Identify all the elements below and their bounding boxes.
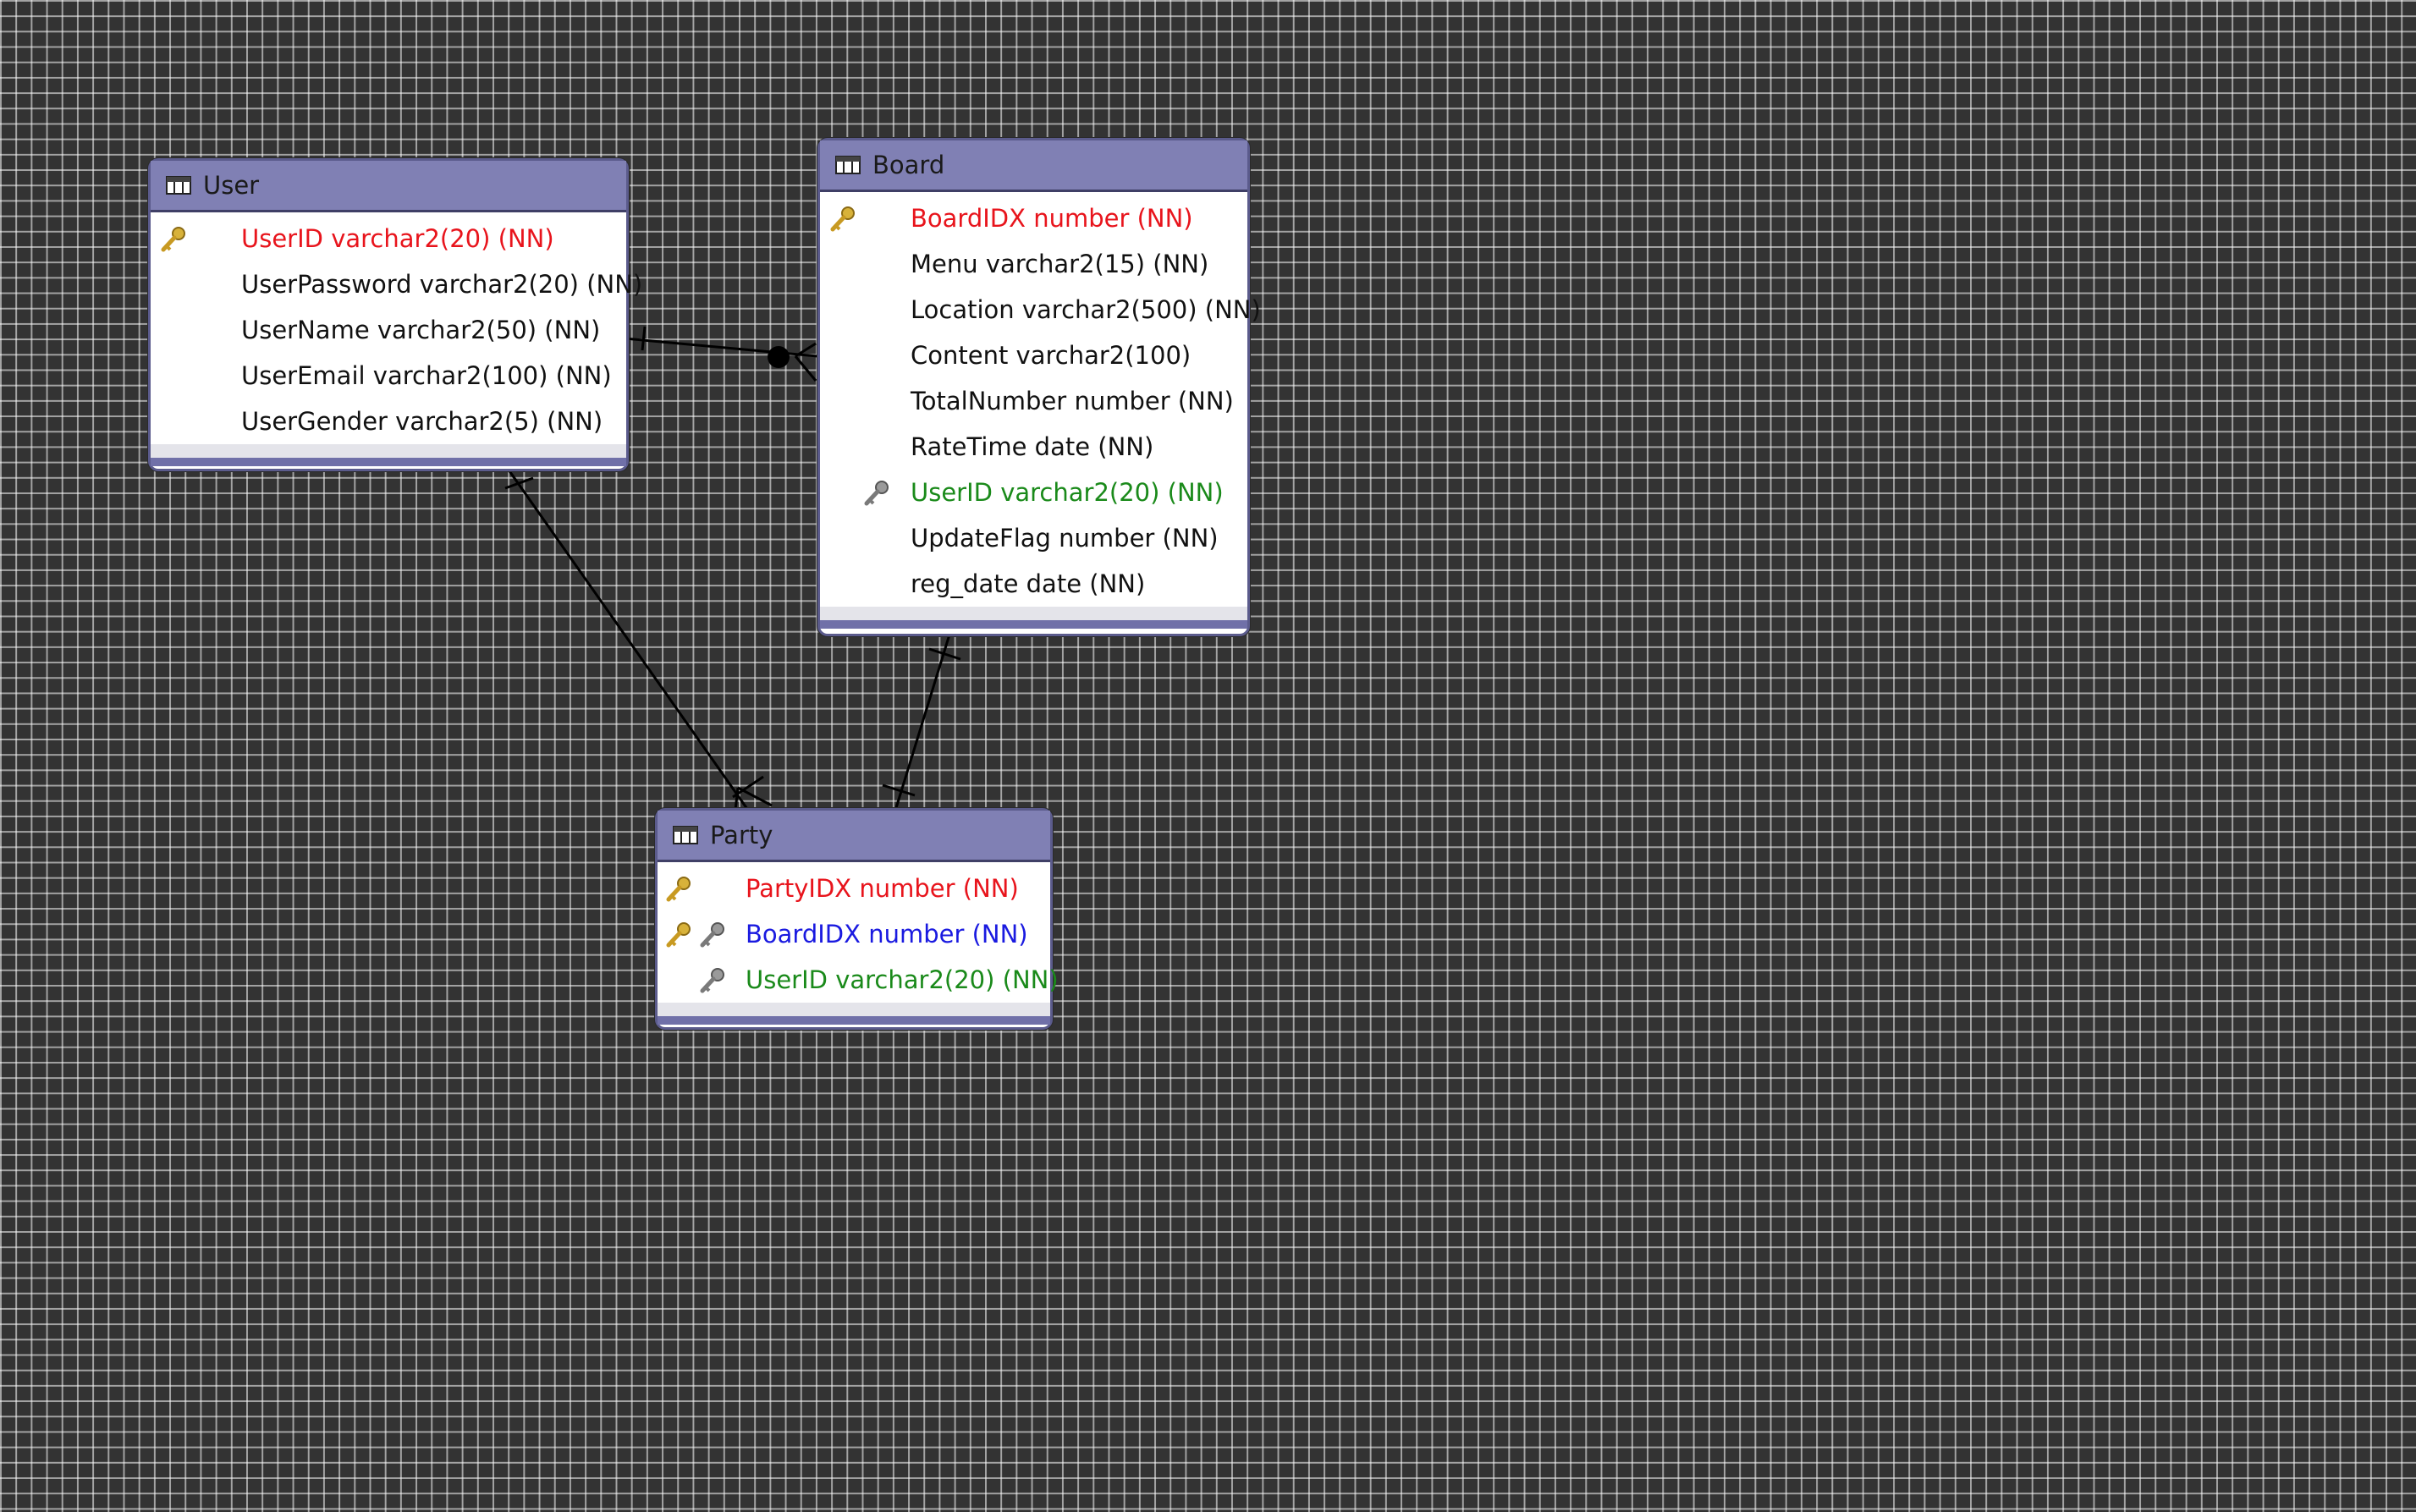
attribute-row[interactable]: reg_date date (NN) bbox=[820, 561, 1247, 607]
entity-party-title: Party bbox=[710, 821, 773, 849]
primary-key-icon bbox=[664, 876, 698, 903]
attribute-row[interactable]: BoardIDX number (NN) bbox=[820, 195, 1247, 241]
attribute-row[interactable]: UserPassword varchar2(20) (NN) bbox=[151, 261, 642, 307]
relationship-board-party-bar-bottom bbox=[882, 783, 916, 797]
attribute-text: UserName varchar2(50) (NN) bbox=[241, 316, 601, 344]
relationship-user-board-optional-circle bbox=[768, 346, 790, 368]
entity-board-title: Board bbox=[872, 151, 945, 179]
attribute-row[interactable]: PartyIDX number (NN) bbox=[658, 866, 1050, 911]
entity-party-attribute-list: PartyIDX number (NN) BoardIDX number (NN… bbox=[658, 862, 1059, 1003]
entity-footer-band bbox=[151, 458, 626, 466]
attribute-row[interactable]: Content varchar2(100) bbox=[820, 333, 1247, 378]
relationship-board-party-line bbox=[894, 634, 951, 811]
attribute-text: UserID varchar2(20) (NN) bbox=[241, 224, 554, 253]
attribute-row[interactable]: UserGender varchar2(5) (NN) bbox=[151, 399, 626, 444]
entity-user-header[interactable]: User bbox=[151, 161, 626, 212]
attribute-text: BoardIDX number (NN) bbox=[911, 204, 1193, 233]
entity-user-title: User bbox=[203, 171, 260, 200]
table-icon bbox=[673, 825, 698, 845]
table-icon bbox=[166, 175, 191, 195]
attribute-text: UserID varchar2(20) (NN) bbox=[911, 478, 1224, 507]
attribute-row[interactable]: TotalNumber number (NN) bbox=[820, 378, 1247, 424]
attribute-text: UpdateFlag number (NN) bbox=[911, 524, 1219, 553]
attribute-text: reg_date date (NN) bbox=[911, 569, 1146, 598]
attribute-text: Location varchar2(500) (NN) bbox=[911, 295, 1261, 324]
attribute-text: UserEmail varchar2(100) (NN) bbox=[241, 361, 612, 390]
entity-user-attribute-list: UserID varchar2(20) (NN) UserPassword va… bbox=[151, 212, 642, 444]
attribute-row[interactable]: Location varchar2(500) (NN) bbox=[820, 287, 1261, 333]
entity-party-header[interactable]: Party bbox=[658, 811, 1050, 862]
relationship-user-board-crow-upper bbox=[795, 342, 817, 358]
attribute-text: BoardIDX number (NN) bbox=[746, 920, 1028, 948]
attribute-text: UserPassword varchar2(20) (NN) bbox=[241, 270, 643, 299]
attribute-text: UserGender varchar2(5) (NN) bbox=[241, 407, 603, 436]
entity-footer-band bbox=[658, 1016, 1050, 1025]
attribute-text: Content varchar2(100) bbox=[911, 341, 1191, 370]
foreign-key-icon bbox=[862, 480, 896, 507]
entity-board-header[interactable]: Board bbox=[820, 140, 1247, 192]
relationship-board-party-bar-top bbox=[928, 647, 961, 661]
attribute-row[interactable]: BoardIDX number (NN) bbox=[658, 911, 1050, 957]
entity-user[interactable]: User UserID varchar2(20) (NN) UserPasswo… bbox=[148, 158, 642, 471]
primary-key-icon bbox=[664, 921, 698, 948]
attribute-row[interactable]: UserID varchar2(20) (NN) bbox=[658, 957, 1059, 1003]
attribute-text: RateTime date (NN) bbox=[911, 432, 1154, 461]
entity-party[interactable]: Party PartyIDX number (NN) bbox=[655, 808, 1059, 1030]
foreign-key-icon bbox=[698, 967, 732, 994]
attribute-text: PartyIDX number (NN) bbox=[746, 874, 1019, 903]
attribute-row[interactable]: RateTime date (NN) bbox=[820, 424, 1247, 470]
relationship-user-board-one-bar bbox=[641, 326, 647, 351]
entity-footer bbox=[658, 1003, 1050, 1016]
relationship-user-party-line bbox=[504, 465, 755, 818]
relationship-user-board-crow-lower bbox=[794, 355, 817, 382]
relationship-user-party-many-bar bbox=[732, 775, 764, 799]
attribute-row[interactable]: UserID varchar2(20) (NN) bbox=[820, 470, 1247, 515]
entity-board-attribute-list: BoardIDX number (NN) Menu varchar2(15) (… bbox=[820, 192, 1261, 607]
attribute-row[interactable]: Menu varchar2(15) (NN) bbox=[820, 241, 1247, 287]
primary-key-icon bbox=[828, 206, 862, 233]
entity-footer bbox=[151, 444, 626, 458]
attribute-row[interactable]: UserID varchar2(20) (NN) bbox=[151, 216, 626, 261]
relationship-user-party-one-bar bbox=[504, 476, 534, 490]
attribute-row[interactable]: UpdateFlag number (NN) bbox=[820, 515, 1247, 561]
attribute-text: UserID varchar2(20) (NN) bbox=[746, 965, 1059, 994]
entity-board[interactable]: Board BoardIDX number (NN) Menu varchar2… bbox=[817, 138, 1261, 636]
entity-footer-band bbox=[820, 620, 1247, 629]
primary-key-icon bbox=[159, 226, 193, 253]
table-icon bbox=[835, 155, 861, 175]
attribute-row[interactable]: UserName varchar2(50) (NN) bbox=[151, 307, 626, 353]
attribute-text: Menu varchar2(15) (NN) bbox=[911, 250, 1209, 278]
attribute-text: TotalNumber number (NN) bbox=[911, 387, 1234, 415]
attribute-row[interactable]: UserEmail varchar2(100) (NN) bbox=[151, 353, 626, 399]
entity-footer bbox=[820, 607, 1247, 620]
foreign-key-icon bbox=[698, 921, 732, 948]
